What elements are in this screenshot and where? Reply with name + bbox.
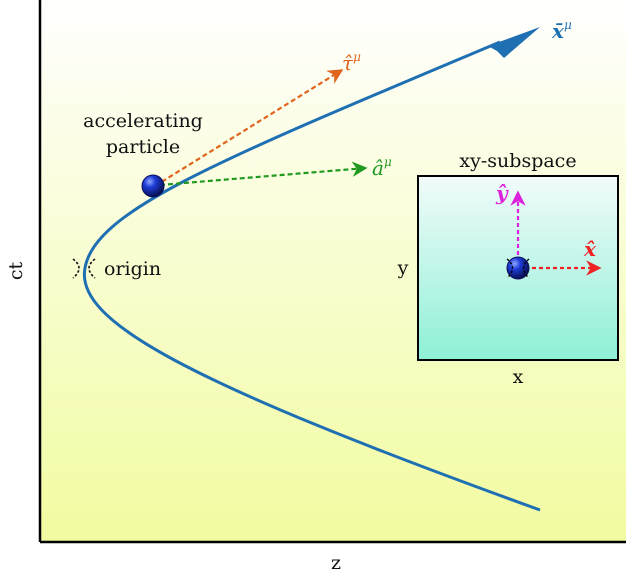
inset-y-label: y <box>397 257 409 279</box>
origin-marker-icon <box>72 258 96 279</box>
inset-origin-marker-icon <box>506 258 530 279</box>
particle-ball <box>141 174 165 198</box>
y-hat-label: ŷ <box>495 181 509 205</box>
xbar-label: x̄μ <box>551 18 572 43</box>
worldline-curve <box>82 40 541 512</box>
tau-vector-arrow <box>154 69 344 187</box>
worldline-arrowhead <box>488 27 540 58</box>
particle-label: particle <box>106 136 180 158</box>
inset-x-label: x <box>513 366 524 388</box>
accelerating-label: accelerating <box>83 110 203 132</box>
acceleration-label: âμ <box>372 155 392 180</box>
acceleration-vector-arrow <box>159 161 368 187</box>
ct-axis-label: ct <box>5 261 27 280</box>
tau-label: τ̂μ <box>342 50 361 75</box>
x-hat-label: x̂ <box>583 237 597 261</box>
inset-title: xy-subspace <box>459 150 576 172</box>
z-axis-label: z <box>331 552 341 574</box>
origin-label: origin <box>104 258 161 280</box>
inset-particle-ball <box>506 256 530 280</box>
